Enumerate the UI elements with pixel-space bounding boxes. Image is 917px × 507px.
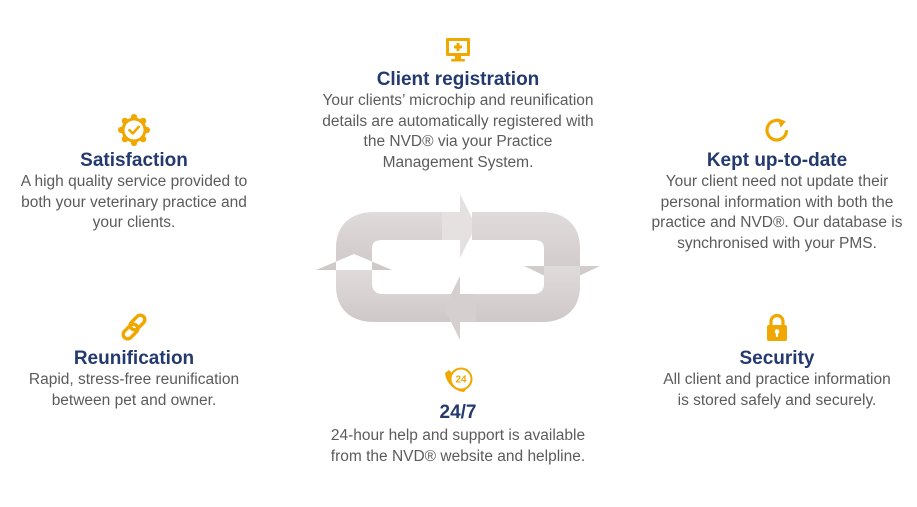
link-icon (121, 313, 147, 341)
refresh-icon (765, 118, 789, 142)
cycle-arrow-left (316, 212, 460, 270)
cycle-arrow-bottom (444, 276, 476, 340)
reunification-text: Rapid, stress-free reunification between… (4, 370, 264, 411)
satisfaction-line: both your veterinary practice and (21, 193, 247, 211)
monitor-plus-icon (446, 38, 470, 62)
padlock-icon (767, 313, 787, 341)
security-block: Security All client and practice informa… (638, 312, 916, 411)
svg-text:24: 24 (455, 375, 467, 386)
kept-up-to-date-title: Kept up-to-date (706, 150, 848, 171)
client-registration-title: Client registration (376, 69, 540, 90)
kept-up-to-date-block: Kept up-to-date Your client need not upd… (638, 115, 916, 254)
cycle-arrow-left-return (336, 270, 454, 322)
kept-up-to-date-text: Your client need not update their person… (638, 172, 916, 254)
cycle-arrow-top (442, 194, 476, 258)
kept-up-to-date-line: personal information with both the (660, 193, 894, 211)
satisfaction-line: A high quality service provided to (20, 173, 248, 190)
satisfaction-block: Satisfaction A high quality service prov… (4, 113, 264, 234)
support-247-line: 24-hour help and support is available (330, 427, 586, 444)
kept-up-to-date-line: Your client need not update their (665, 173, 889, 190)
cycle-arrow-right-return (462, 266, 580, 322)
satisfaction-text: A high quality service provided to both … (4, 172, 264, 234)
satisfaction-line: your clients. (92, 214, 176, 231)
security-text: All client and practice information is s… (638, 370, 916, 411)
reunification-block: Reunification Rapid, stress-free reunifi… (4, 312, 264, 411)
client-registration-line: the NVD® via your Practice (363, 133, 553, 150)
badge-check-icon (118, 114, 150, 146)
reunification-line: between pet and owner. (51, 391, 217, 409)
client-registration-line: details are automatically registered wit… (322, 112, 594, 130)
client-registration-line: Management System. (382, 153, 534, 171)
cycle-arrows-graphic (316, 194, 600, 340)
reunification-title: Reunification (73, 348, 195, 369)
cycle-arrow-right (472, 212, 600, 284)
client-registration-text: Your clients’ microchip and reunificatio… (298, 91, 618, 173)
support-247-line: from the NVD® website and helpline. (330, 447, 586, 465)
client-registration-block: Client registration Your clients’ microc… (298, 36, 618, 173)
client-registration-line: Your clients’ microchip and reunificatio… (322, 92, 594, 109)
support-247-title: 24/7 (439, 402, 477, 423)
kept-up-to-date-line: synchronised with your PMS. (677, 234, 877, 252)
support-247-block: 24 24/7 24-hour help and support is avai… (298, 366, 618, 467)
support-247-text: 24-hour help and support is available fr… (298, 426, 618, 467)
security-title: Security (739, 348, 815, 369)
security-line: is stored safely and securely. (677, 391, 877, 409)
satisfaction-title: Satisfaction (80, 150, 188, 171)
kept-up-to-date-line: practice and NVD®. Our database is (651, 214, 903, 231)
reunification-line: Rapid, stress-free reunification (28, 371, 240, 388)
security-line: All client and practice information (663, 371, 891, 388)
phone-24-icon: 24 (445, 367, 473, 392)
